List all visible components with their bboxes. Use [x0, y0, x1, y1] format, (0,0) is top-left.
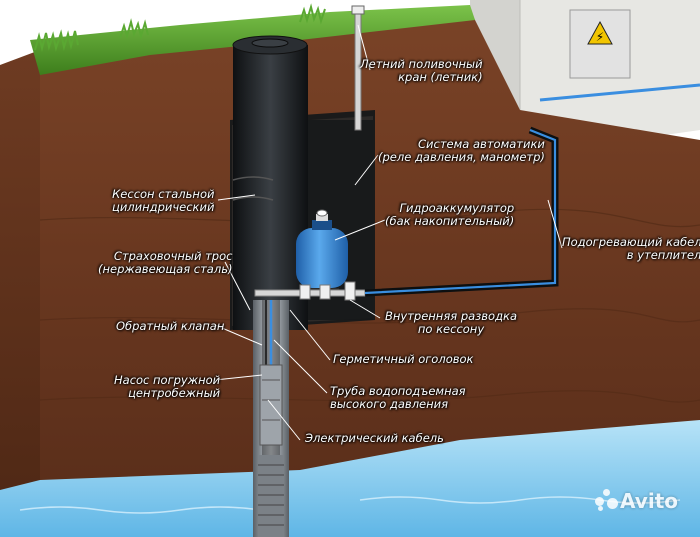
label-pipe-line2: высокого давления	[330, 397, 449, 411]
label-summer-tap-line2: кран (летник)	[398, 70, 483, 84]
electrical-box: ⚡	[569, 9, 631, 79]
label-automation-line1: Система автоматики	[418, 137, 545, 151]
label-safety-rope-line2: (нержавеющая сталь)	[98, 262, 233, 276]
label-pipe-line1: Труба водоподъемная	[330, 384, 466, 398]
label-pump-line1: Насос погружной	[114, 373, 221, 387]
leader-sealed-head	[289, 309, 331, 361]
label-pump-line2: центробежный	[128, 386, 221, 400]
summer-tap-riser	[351, 5, 365, 131]
label-caisson: Кессон стальной цилиндрический	[112, 188, 214, 214]
water-layer	[0, 420, 700, 537]
leader-electric-cable	[267, 399, 301, 441]
label-accumulator: Гидроаккумулятор (бак накопительный)	[385, 202, 514, 228]
label-internal-wiring: Внутренняя разводка по кессону	[385, 310, 517, 336]
label-safety-rope-line1: Страховочный трос	[113, 249, 233, 263]
label-accumulator-line1: Гидроаккумулятор	[399, 201, 515, 215]
leader-lines	[214, 24, 563, 441]
label-summer-tap-line1: Летний поливочный	[360, 57, 483, 71]
leader-check-valve	[214, 324, 263, 346]
label-heating-cable-line1: Подогревающий кабель	[562, 235, 700, 249]
submersible-pump	[259, 364, 283, 446]
label-automation-line2: (реле давления, манометр)	[378, 150, 545, 164]
avito-watermark-text: Avito	[620, 489, 678, 513]
label-heating-cable-line2: в утеплителе	[626, 248, 700, 262]
leader-summer-tap	[357, 24, 371, 71]
leader-pump	[214, 374, 263, 381]
label-heating-cable: Подогревающий кабель в утеплителе	[562, 236, 700, 262]
label-internal-wiring-line2: по кессону	[417, 322, 485, 336]
leader-pipe	[273, 339, 328, 394]
label-pipe: Труба водоподъемная высокого давления	[330, 385, 466, 411]
label-electric-cable-line1: Электрический кабель	[305, 431, 444, 445]
leader-safety-rope	[224, 261, 251, 311]
label-accumulator-line2: (бак накопительный)	[385, 214, 515, 228]
house-supply-pipe	[364, 83, 700, 297]
label-summer-tap: Летний поливочный кран (летник)	[360, 58, 483, 84]
label-check-valve-line1: Обратный клапан	[116, 319, 225, 333]
well-screen	[258, 455, 284, 537]
leader-automation	[354, 154, 379, 186]
label-electric-cable: Электрический кабель	[305, 432, 444, 445]
leader-internal-wiring	[349, 299, 381, 319]
label-sealed-head-line1: Герметичный оголовок	[333, 352, 474, 366]
label-caisson-line2: цилиндрический	[112, 200, 215, 214]
leader-caisson	[217, 194, 256, 201]
svg-text:⚡: ⚡	[596, 30, 604, 44]
label-automation: Система автоматики (реле давления, маном…	[378, 138, 545, 164]
label-internal-wiring-line1: Внутренняя разводка	[385, 309, 518, 323]
high-voltage-icon	[587, 20, 613, 45]
leader-heating-cable	[547, 199, 563, 249]
label-check-valve: Обратный клапан	[116, 320, 224, 333]
avito-logo-icon	[595, 489, 619, 511]
label-caisson-line1: Кессон стальной	[112, 187, 215, 201]
leader-accumulator	[334, 219, 386, 241]
label-sealed-head: Герметичный оголовок	[333, 353, 474, 366]
label-pump: Насос погружной центробежный	[114, 374, 220, 400]
label-safety-rope: Страховочный трос (нержавеющая сталь)	[98, 250, 232, 276]
avito-watermark: Avito	[595, 489, 678, 513]
